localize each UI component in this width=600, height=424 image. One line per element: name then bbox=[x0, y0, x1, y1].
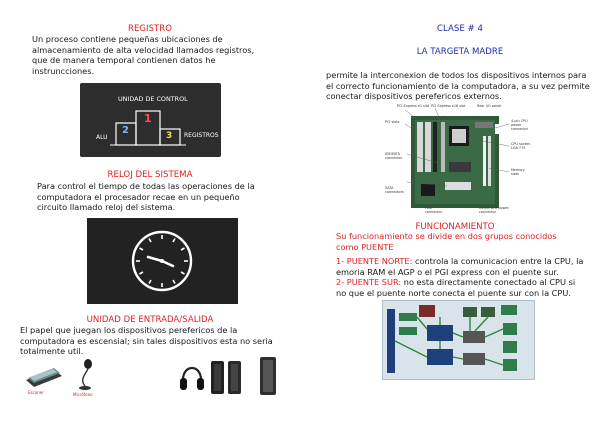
chipset-diagram-graphic bbox=[387, 305, 517, 373]
motherboard-image: PCI Express x1 slot PCI Express x16 slot… bbox=[385, 102, 531, 215]
mobo-label-pci: PCI slots bbox=[385, 120, 400, 124]
chipset-diagram bbox=[382, 300, 535, 380]
microphone-icon bbox=[79, 359, 92, 390]
registro-text: Un proceso contiene pequeñas ubicaciones… bbox=[32, 34, 255, 76]
mobo-label-pcie-x1: PCI Express x1 slot bbox=[397, 104, 430, 108]
puente-norte-text: controla la comunicacion entre la CPU, l… bbox=[336, 256, 584, 277]
entrada-text: El papel que juegan los dispositivos per… bbox=[20, 325, 273, 357]
registro-image: UNIDAD DE CONTROL ALU REGISTROS 1 2 3 bbox=[80, 83, 221, 157]
reloj-text: Para control el tiempo de todas las oper… bbox=[37, 181, 255, 213]
microphone-label: Micrófono bbox=[73, 392, 93, 397]
motherboard-intro: permite la interconexion de todos los di… bbox=[326, 70, 590, 102]
entrada-title: UNIDAD DE ENTRADA/SALIDA bbox=[86, 315, 214, 325]
clock-icon bbox=[131, 230, 193, 292]
puente-norte: 1- PUENTE NORTE: controla la comunicacio… bbox=[336, 256, 586, 277]
mobo-label-rear-io: Rear I/O panel bbox=[477, 104, 502, 108]
page-subtitle: LA TARGETA MADRE bbox=[416, 47, 504, 57]
puente-norte-label: 1- PUENTE NORTE: bbox=[336, 256, 413, 266]
alu-label: ALU bbox=[96, 134, 108, 141]
scanner-icon bbox=[26, 368, 62, 387]
mobo-label-ide: IDE/PATA connector bbox=[385, 152, 402, 160]
speakers-icon bbox=[211, 361, 241, 394]
mobo-label-atx-power: 24-pin ATX power connector bbox=[479, 206, 509, 214]
registro-title: REGISTRO bbox=[127, 24, 173, 34]
puente-sur: 2- PUENTE SUR: no esta directamente cone… bbox=[336, 277, 586, 298]
podium-digit-1: 1 bbox=[144, 112, 152, 125]
reloj-title: RELOJ DEL SISTEMA bbox=[107, 170, 193, 180]
speaker-tower-icon bbox=[260, 357, 276, 395]
mobo-label-cpu-power: 4-pin CPU power connector bbox=[511, 119, 528, 131]
motherboard-graphic bbox=[404, 107, 510, 208]
podium-digit-3: 3 bbox=[166, 131, 173, 141]
puente-sur-label: 2- PUENTE SUR: bbox=[336, 277, 402, 287]
control-unit-label: UNIDAD DE CONTROL bbox=[118, 95, 188, 103]
class-number: CLASE # 4 bbox=[437, 24, 483, 34]
scanner-label: Escaner bbox=[28, 390, 44, 395]
registros-label: REGISTROS bbox=[184, 132, 219, 139]
podium-digit-2: 2 bbox=[122, 125, 129, 136]
headphones-icon bbox=[180, 366, 204, 390]
funcionamiento-intro: Su funcionamiento se divide en dos grupo… bbox=[336, 231, 557, 252]
right-page: CLASE # 4 LA TARGETA MADRE permite la in… bbox=[300, 0, 600, 424]
left-page: REGISTRO Un proceso contiene pequeñas ub… bbox=[20, 24, 276, 397]
podium-graphic bbox=[110, 110, 186, 146]
mobo-label-fdd: FDD connector bbox=[425, 206, 442, 214]
mobo-label-pcie-x16: PCI Express x16 slot bbox=[431, 104, 466, 108]
mobo-label-memory: Memory slots bbox=[511, 168, 525, 176]
funcionamiento-title: FUNCIONAMIENTO bbox=[415, 222, 495, 232]
mobo-label-cpu-socket: CPU socket LGA 775 bbox=[511, 142, 530, 150]
mobo-label-sata: SATA connectors bbox=[385, 186, 404, 194]
clock-image bbox=[87, 218, 238, 304]
puente-sur-text: no esta directamente conectado al CPU si… bbox=[336, 277, 576, 298]
